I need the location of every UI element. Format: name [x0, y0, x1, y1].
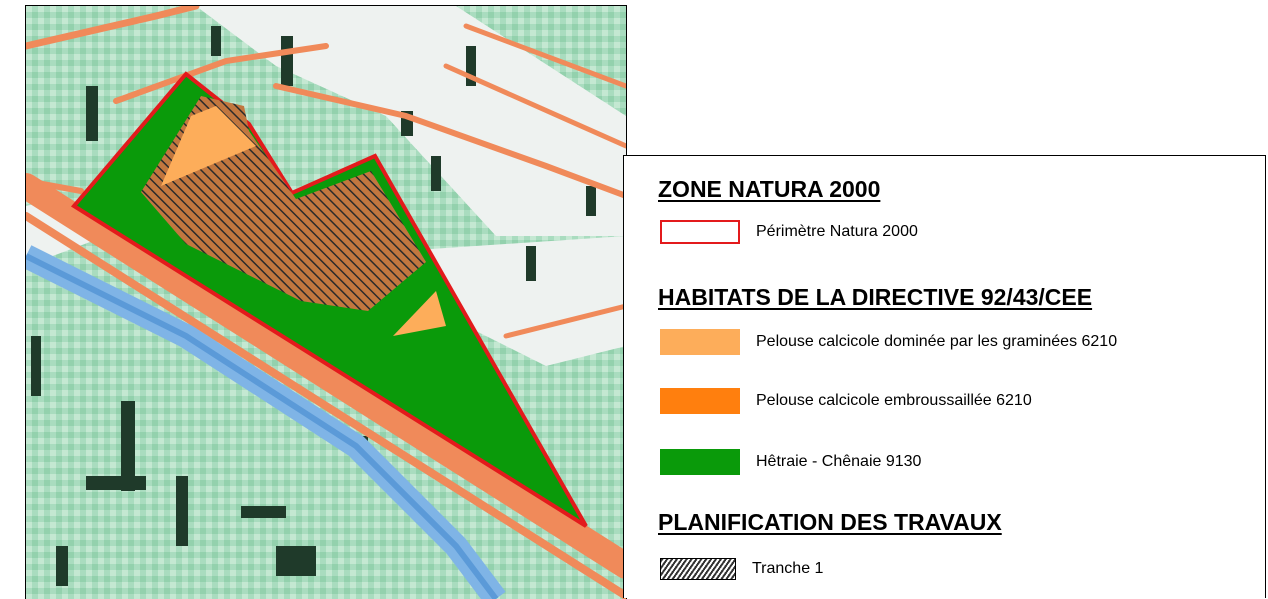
legend-item-label: Tranche 1: [752, 560, 824, 577]
legend-item-label: Périmètre Natura 2000: [756, 223, 918, 240]
hetraie-chenaie-swatch: [660, 449, 740, 475]
legend-section-habitats: HABITATS DE LA DIRECTIVE 92/43/CEE: [658, 284, 1093, 310]
legend-item-hetraie-chenaie: Hêtraie - Chênaie 9130: [660, 448, 921, 476]
legend-item-pelouse-graminees: Pelouse calcicole dominée par les gramin…: [660, 328, 1117, 356]
legend-item-label: Pelouse calcicole embroussaillée 6210: [756, 392, 1032, 409]
pelouse-embroussaillee-swatch: [660, 388, 740, 414]
legend-item-perimetre: Périmètre Natura 2000: [660, 218, 918, 246]
map-view[interactable]: [25, 5, 627, 599]
map-legend: ZONE NATURA 2000 Périmètre Natura 2000 H…: [623, 155, 1266, 598]
pelouse-graminees-area-2: [393, 291, 446, 336]
legend-item-label: Pelouse calcicole dominée par les gramin…: [756, 333, 1118, 350]
perimeter-swatch: [660, 220, 740, 244]
map-canvas: [26, 6, 626, 599]
legend-item-tranche-1: Tranche 1: [660, 555, 823, 583]
legend-section-natura: ZONE NATURA 2000: [658, 176, 881, 202]
legend-item-label: Hêtraie - Chênaie 9130: [756, 453, 922, 470]
pelouse-graminees-swatch: [660, 329, 740, 355]
roads: [26, 6, 626, 599]
legend-section-travaux: PLANIFICATION DES TRAVAUX: [658, 509, 1002, 535]
legend-item-pelouse-embroussaillee: Pelouse calcicole embroussaillée 6210: [660, 387, 1032, 415]
pelouse-graminees-area-1: [161, 106, 256, 186]
tranche-1-swatch: [660, 558, 736, 580]
